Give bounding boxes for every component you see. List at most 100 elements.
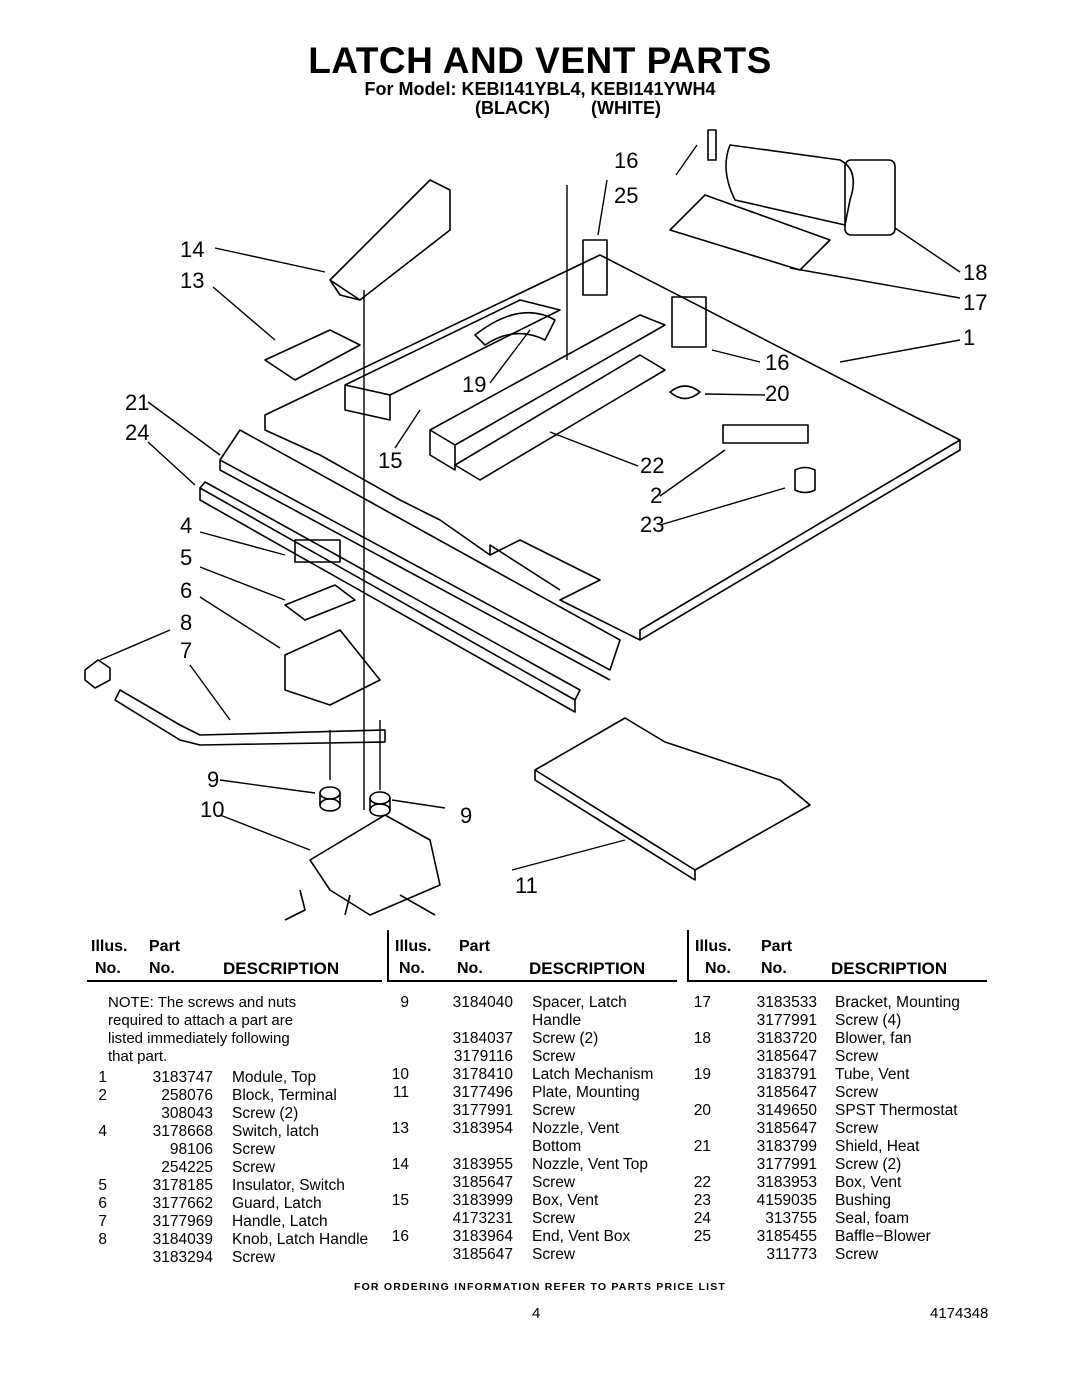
part-no: 311773 (766, 1246, 817, 1263)
part-no: 4173231 (452, 1210, 513, 1227)
illus-no: 5 (98, 1177, 107, 1194)
part-description: Screw (532, 1048, 576, 1065)
illus-no: 11 (392, 1084, 409, 1101)
part-no: 3183799 (756, 1138, 817, 1155)
part-no: 3185647 (452, 1246, 513, 1263)
part-no: 3183999 (452, 1192, 513, 1209)
switch-insulator (284, 584, 356, 621)
part-no: 3184040 (452, 994, 513, 1011)
part-no: 3178410 (452, 1066, 513, 1083)
illus-no: 15 (391, 1192, 409, 1209)
callout-25: 25 (614, 183, 638, 208)
callout-21: 21 (125, 390, 149, 415)
part-no: 4159035 (756, 1192, 817, 1209)
callout-18: 18 (963, 260, 987, 285)
illus-no: 25 (693, 1228, 711, 1245)
part-description: Bushing (835, 1192, 892, 1209)
part-no: 258076 (161, 1087, 213, 1104)
part-no: 3185647 (756, 1084, 817, 1101)
part-description: Spacer, Latch (532, 994, 627, 1011)
illus-no: 23 (693, 1192, 711, 1209)
illus-no: 18 (693, 1030, 711, 1047)
part-no: 3185455 (756, 1228, 817, 1245)
part-description: Screw (2) (232, 1105, 299, 1122)
parts-row: 23 4159035 Bushing (687, 1192, 987, 1210)
illus-no: 24 (693, 1210, 711, 1227)
illus-no: 21 (693, 1138, 711, 1155)
part-description: Screw (532, 1174, 576, 1191)
header-illus: Illus. (695, 938, 732, 955)
callout-6: 6 (180, 578, 192, 603)
illus-no: 14 (391, 1156, 409, 1173)
header-part-no: No. (457, 960, 483, 977)
screw-note: NOTE: The screws and nuts required to at… (87, 994, 382, 1066)
part-description: Nozzle, Vent (532, 1120, 620, 1137)
part-no: 3185647 (452, 1174, 513, 1191)
blower-fan (725, 144, 855, 226)
part-description: Shield, Heat (835, 1138, 920, 1155)
note-line: listed immediately following (108, 1030, 290, 1047)
part-no: 3183294 (152, 1249, 213, 1266)
callout-8: 8 (180, 610, 192, 635)
page-number: 4 (532, 1305, 541, 1322)
mounting-bracket (669, 194, 831, 271)
vent-tube (474, 312, 556, 346)
part-no: 3183953 (756, 1174, 817, 1191)
callout-16b: 16 (765, 350, 789, 375)
parts-row: Bottom (387, 1138, 677, 1156)
part-description: Screw (4) (835, 1012, 902, 1029)
note-line: required to attach a part are (108, 1012, 294, 1029)
part-description: Screw (2) (835, 1156, 902, 1173)
illus-no: 10 (391, 1066, 409, 1083)
page-title: LATCH AND VENT PARTS (308, 40, 772, 81)
callout-24: 24 (125, 420, 149, 445)
latch-mechanism (309, 814, 441, 916)
part-description: Nozzle, Vent Top (532, 1156, 649, 1173)
column-header: Illus. Part No. No. DESCRIPTION (87, 930, 382, 982)
part-description: Seal, foam (835, 1210, 910, 1227)
vent-box (429, 314, 666, 471)
part-description: End, Vent Box (532, 1228, 631, 1245)
illus-no: 22 (693, 1174, 711, 1191)
part-no: 3149650 (756, 1102, 817, 1119)
part-description: Switch, latch (232, 1123, 320, 1140)
vent-nozzle-strip (344, 299, 561, 421)
parts-row: 3185647 Screw (687, 1084, 987, 1102)
part-no: 308043 (161, 1105, 213, 1122)
callout-22: 22 (640, 453, 664, 478)
part-description: Screw (835, 1084, 879, 1101)
callout-10: 10 (200, 797, 224, 822)
part-description: Box, Vent (532, 1192, 599, 1209)
illus-no: 6 (98, 1195, 107, 1212)
ordering-note: FOR ORDERING INFORMATION REFER TO PARTS … (353, 1281, 727, 1293)
illus-no: 8 (98, 1231, 107, 1248)
callout-23: 23 (640, 512, 664, 537)
terminal-block (722, 424, 809, 444)
part-no: 254225 (161, 1159, 213, 1176)
part-description: Guard, Latch (232, 1195, 322, 1212)
illus-no: 2 (98, 1087, 107, 1104)
illus-no: 19 (693, 1066, 711, 1083)
header-illus-no: No. (95, 960, 121, 977)
top-nozzle (329, 179, 451, 301)
callout-1: 1 (963, 325, 975, 350)
parts-row: 3185647 Screw (387, 1174, 677, 1192)
color-black-label: (BLACK) (475, 98, 550, 118)
part-description: Tube, Vent (835, 1066, 910, 1083)
